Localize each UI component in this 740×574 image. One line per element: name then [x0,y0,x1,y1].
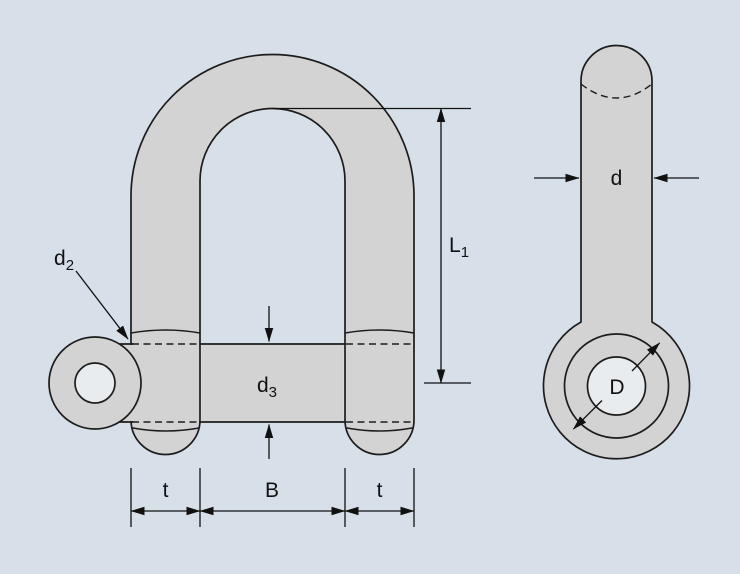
d2-leader-line [75,270,129,340]
right-leg-boss-bottom-edge [346,427,413,432]
dimension-d2: d2 [54,247,129,340]
label-L1: L1 [449,234,469,261]
label-d2: d2 [54,247,74,274]
pin-head-hole [74,362,116,404]
front-view [48,53,415,456]
label-B: B [265,479,279,502]
label-t-right: t [377,479,383,502]
shackle-bow-body [130,53,415,456]
dimension-L1: L1 [272,107,471,384]
label-d: d [611,167,623,190]
right-leg-boss-top-edge [344,329,415,334]
left-leg-boss-top-edge [130,329,201,334]
label-t-left: t [163,479,169,502]
dimension-d3: d3 [257,306,277,459]
side-view: D d [534,44,699,460]
dimension-bottom: t B t [130,468,415,527]
D-arrow-lower [572,400,603,430]
pin-shaft-fill [201,345,344,421]
pin-head-hidden-curve [580,83,653,99]
label-D: D [609,376,624,399]
left-leg-boss-bottom-edge [132,427,200,432]
label-d3: d3 [257,374,277,401]
D-arrow-upper [631,342,661,372]
